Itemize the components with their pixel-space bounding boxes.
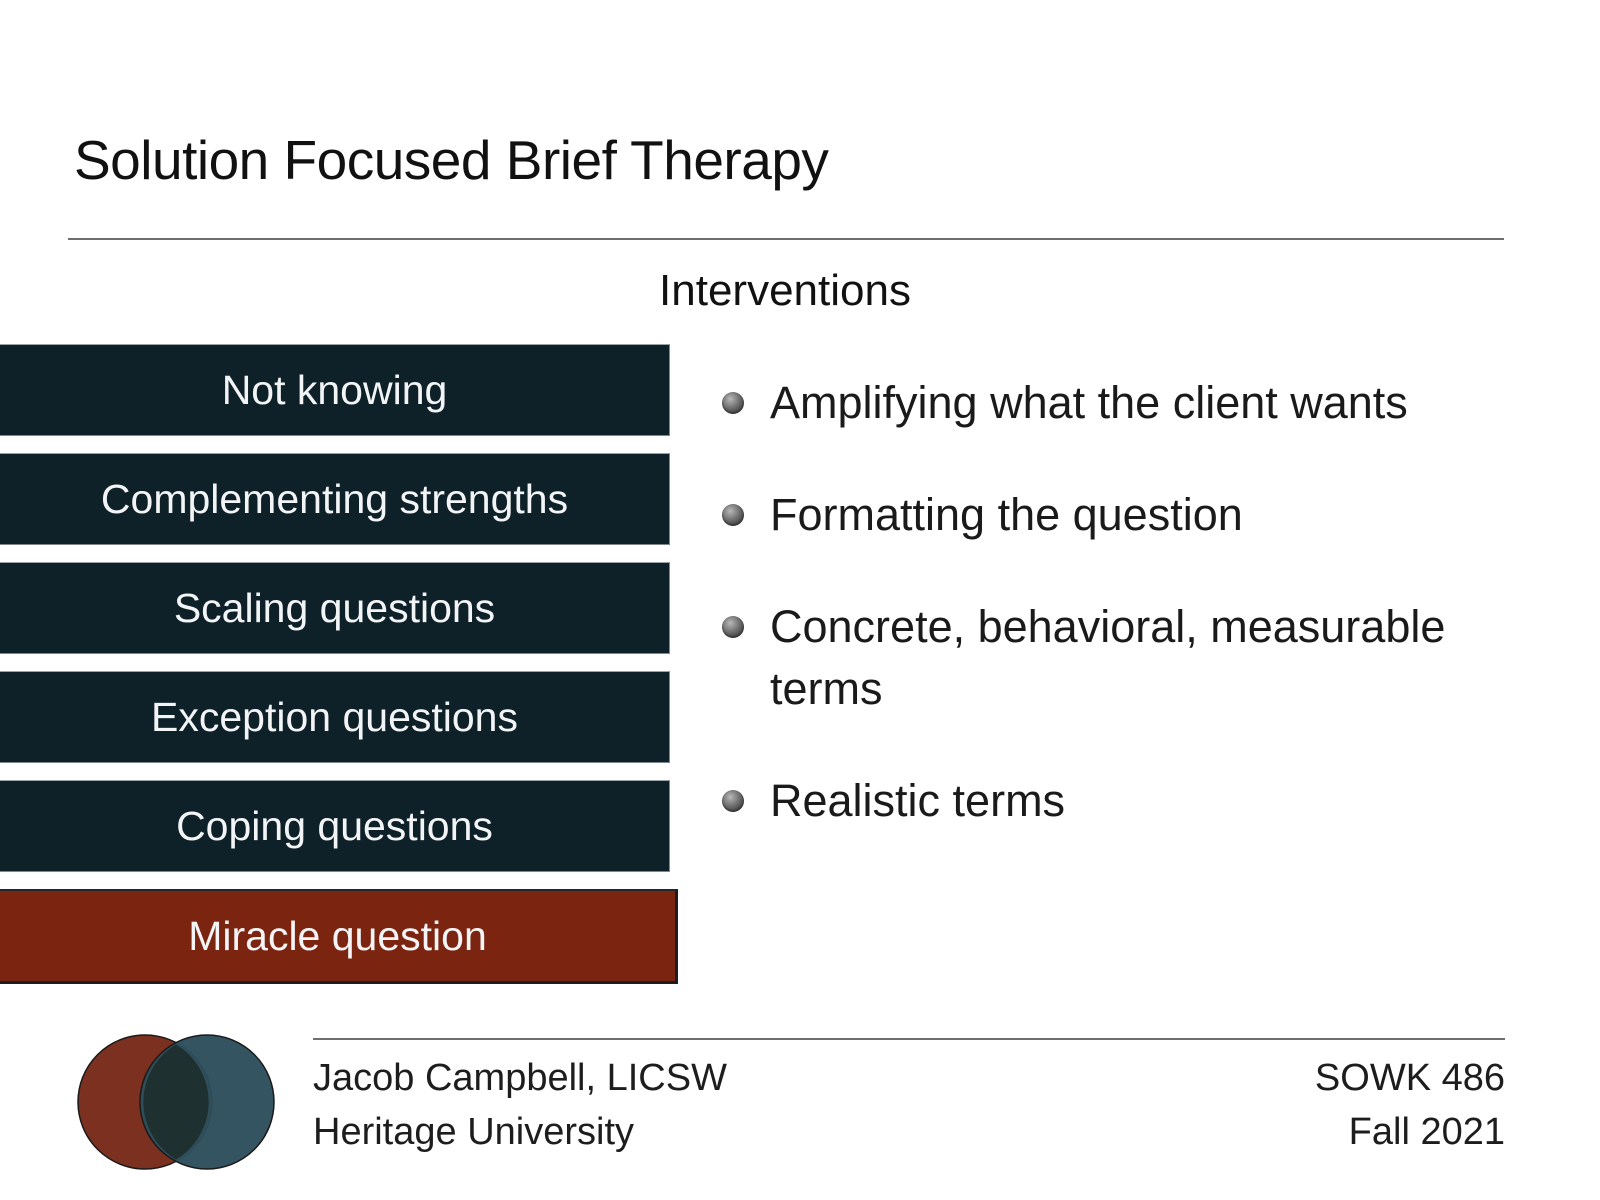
technique-bar-miracle-question: Miracle question <box>0 889 678 984</box>
technique-bar-complementing-strengths: Complementing strengths <box>0 453 670 545</box>
institution-name: Heritage University <box>313 1110 634 1153</box>
technique-bar-coping-questions: Coping questions <box>0 780 670 872</box>
bullet-text: Formatting the question <box>770 489 1243 541</box>
title-divider <box>68 238 1504 240</box>
sphere-bullet-icon <box>722 504 744 527</box>
technique-bar-list: Not knowing Complementing strengths Scal… <box>0 344 690 984</box>
course-code: SOWK 486 <box>1314 1057 1505 1099</box>
footer-divider-left <box>313 1038 1013 1040</box>
list-item: Realistic terms <box>722 770 1512 832</box>
technique-bar-label: Miracle question <box>188 912 487 959</box>
list-item: Concrete, behavioral, measurable terms <box>722 596 1512 720</box>
technique-bar-not-knowing: Not knowing <box>0 344 670 436</box>
intervention-bullet-list: Amplifying what the client wants Formatt… <box>722 372 1512 882</box>
sphere-bullet-icon <box>722 790 744 813</box>
sphere-bullet-icon <box>722 392 744 414</box>
technique-bar-scaling-questions: Scaling questions <box>0 562 670 654</box>
footer-presenter-block: Jacob Campbell, LICSW Heritage Universit… <box>313 1052 727 1160</box>
presenter-name: Jacob Campbell, LICSW <box>313 1057 727 1099</box>
section-heading: Interventions <box>659 266 911 315</box>
course-term: Fall 2021 <box>1348 1110 1505 1153</box>
technique-bar-label: Exception questions <box>151 693 518 740</box>
technique-bar-label: Scaling questions <box>173 584 496 631</box>
footer-divider-right <box>1013 1038 1505 1040</box>
heritage-university-logo <box>77 1034 275 1170</box>
list-item: Amplifying what the client wants <box>722 372 1512 434</box>
bullet-text: Concrete, behavioral, measurable terms <box>770 601 1446 715</box>
sphere-bullet-icon <box>722 616 744 639</box>
technique-bar-label: Not knowing <box>221 366 448 413</box>
bullet-text: Realistic terms <box>770 775 1066 827</box>
list-item: Formatting the question <box>722 484 1512 546</box>
technique-bar-label: Coping questions <box>176 802 493 849</box>
page-title: Solution Focused Brief Therapy <box>74 129 829 191</box>
technique-bar-exception-questions: Exception questions <box>0 671 670 763</box>
bullet-text: Amplifying what the client wants <box>770 377 1408 428</box>
footer-course-block: SOWK 486 Fall 2021 <box>1315 1052 1505 1160</box>
technique-bar-label: Complementing strengths <box>100 475 569 522</box>
